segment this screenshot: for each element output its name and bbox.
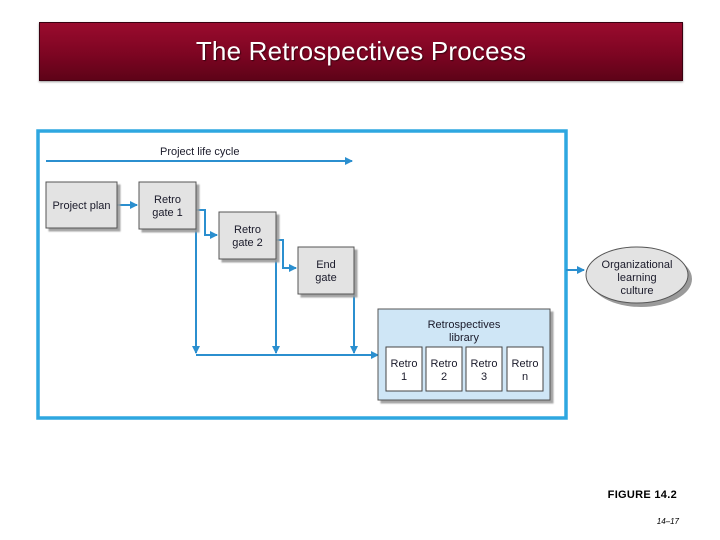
connector-gate1-to-gate2 [196, 209, 218, 239]
svg-text:Retro: Retro [431, 358, 458, 370]
retro-1-box: Retro 1 [385, 346, 423, 392]
retro-3-box: Retro 3 [465, 346, 503, 392]
svg-text:Retro: Retro [512, 358, 539, 370]
svg-text:1: 1 [401, 371, 407, 383]
org-learning-culture-ellipse: Organizational learning culture [585, 246, 692, 307]
retro-gate-1-box: Retro gate 1 [138, 181, 197, 230]
svg-text:library: library [449, 332, 479, 344]
connector-gate2-to-endgate [276, 239, 297, 272]
svg-text:n: n [522, 371, 528, 383]
retro-2-box: Retro 2 [425, 346, 463, 392]
retro-gate-2-box: Retro gate 2 [218, 211, 277, 260]
end-gate-box: End gate [297, 246, 355, 295]
slide-title-bar: The Retrospectives Process [39, 22, 683, 81]
retrospectives-library: Retrospectives library Retro 1 Retro 2 R… [377, 308, 551, 401]
svg-text:gate 2: gate 2 [232, 237, 263, 249]
svg-text:End: End [316, 259, 336, 271]
svg-text:gate: gate [315, 272, 336, 284]
retro-n-box: Retro n [506, 346, 544, 392]
svg-text:Retro: Retro [234, 224, 261, 236]
svg-text:Organizational: Organizational [602, 259, 673, 271]
figure-label: FIGURE 14.2 [607, 489, 677, 501]
page-number: 14–17 [656, 517, 679, 526]
svg-text:gate 1: gate 1 [152, 207, 183, 219]
svg-text:3: 3 [481, 371, 487, 383]
svg-text:Retro: Retro [471, 358, 498, 370]
process-frame [36, 129, 568, 420]
project-plan-box: Project plan [45, 181, 118, 229]
svg-text:learning: learning [617, 272, 656, 284]
svg-text:culture: culture [620, 285, 653, 297]
svg-text:2: 2 [441, 371, 447, 383]
svg-text:Project plan: Project plan [52, 200, 110, 212]
svg-text:Retro: Retro [391, 358, 418, 370]
svg-text:Retrospectives: Retrospectives [428, 319, 501, 331]
slide-title: The Retrospectives Process [195, 36, 527, 66]
svg-text:Retro: Retro [154, 194, 181, 206]
lifecycle-label: Project life cycle [160, 146, 239, 158]
